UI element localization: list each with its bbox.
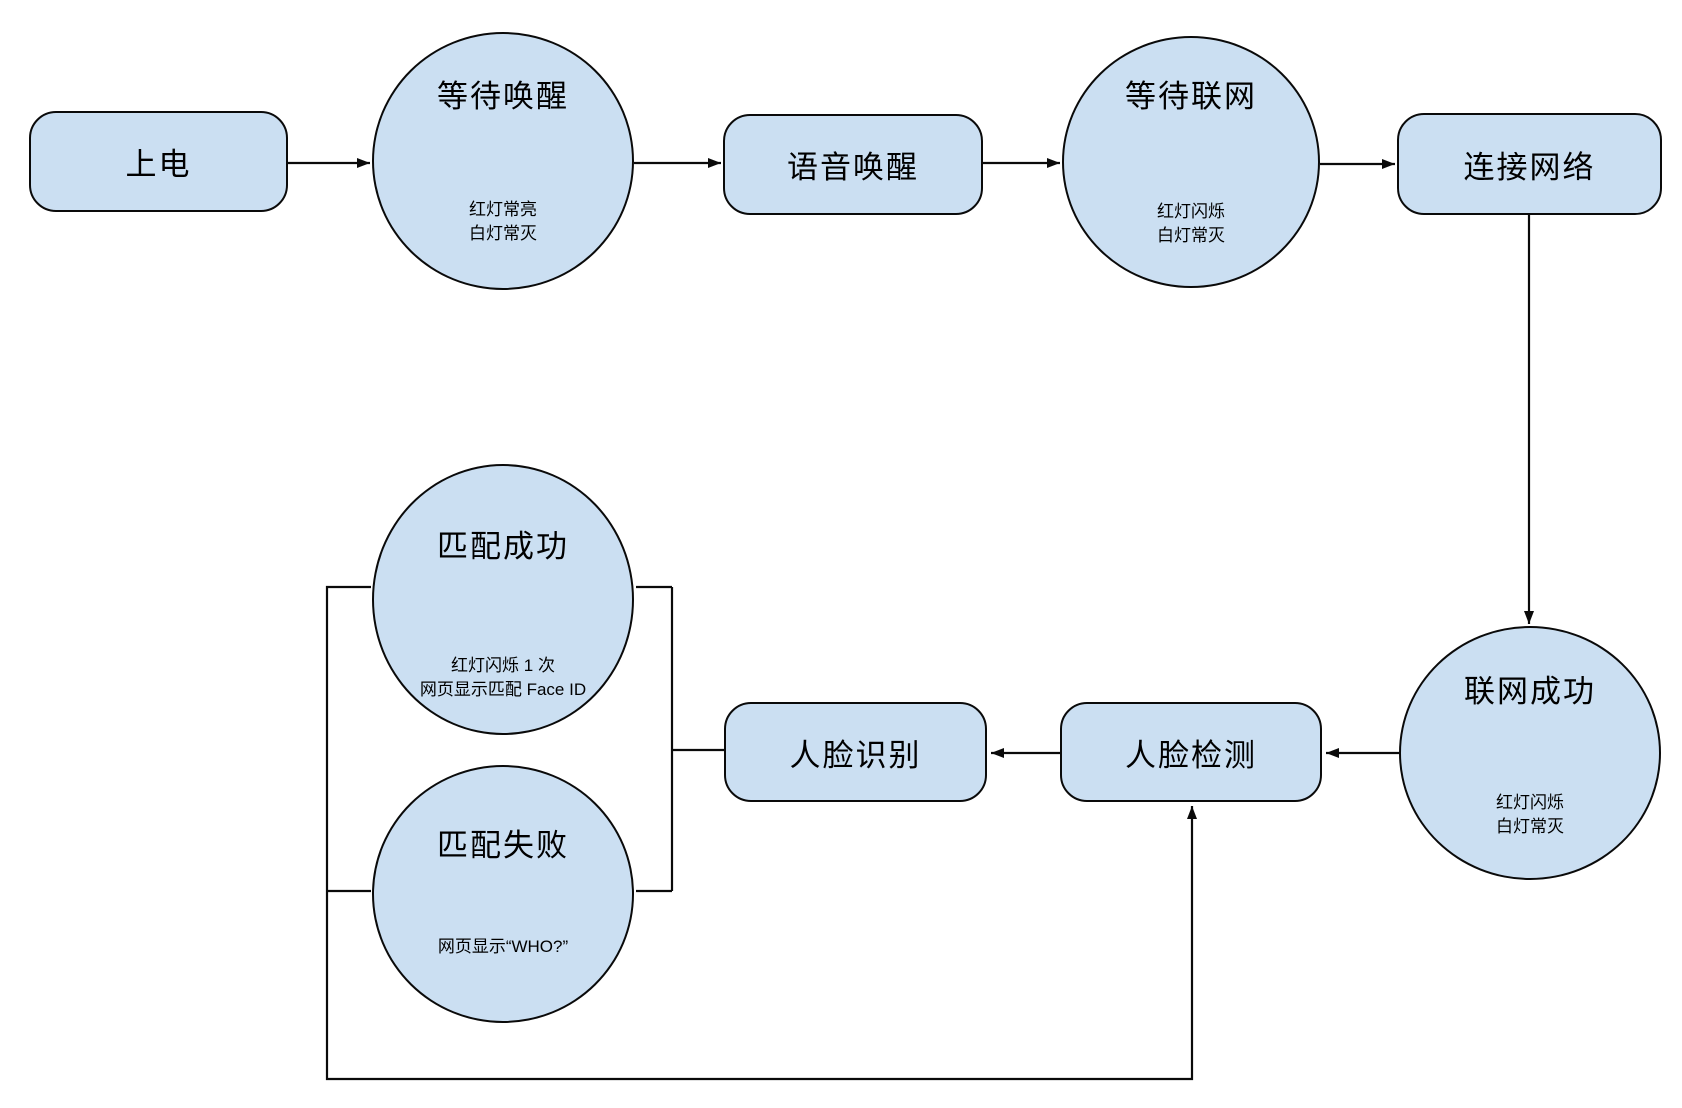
node-match-success: 匹配成功 红灯闪烁 1 次 网页显示匹配 Face ID — [372, 464, 634, 735]
node-face-detect-label: 人脸检测 — [1125, 737, 1257, 773]
node-power-on-label: 上电 — [125, 147, 192, 182]
node-match-success-label: 匹配成功 — [437, 529, 569, 564]
node-wait-wake: 等待唤醒 红灯常亮 白灯常灭 — [372, 32, 634, 290]
node-wait-network-label: 等待联网 — [1125, 79, 1257, 114]
node-face-recognize: 人脸识别 — [724, 702, 987, 802]
node-match-success-status: 红灯闪烁 1 次 网页显示匹配 Face ID — [419, 656, 587, 699]
node-network-success-label: 联网成功 — [1464, 674, 1596, 709]
node-wait-wake-status: 红灯常亮 白灯常灭 — [469, 200, 537, 243]
node-connect-network: 连接网络 — [1397, 113, 1662, 215]
node-network-success-status: 红灯闪烁 白灯常灭 — [1496, 793, 1564, 836]
node-power-on: 上电 — [29, 111, 288, 212]
node-match-fail: 匹配失败 网页显示“WHO?” — [372, 765, 634, 1023]
node-wait-network-status: 红灯闪烁 白灯常灭 — [1157, 202, 1225, 245]
node-wait-wake-label: 等待唤醒 — [437, 79, 569, 114]
node-network-success: 联网成功 红灯闪烁 白灯常灭 — [1399, 626, 1661, 880]
node-face-recognize-label: 人脸识别 — [789, 737, 922, 773]
connector-match-circles-to-facerecognize — [636, 585, 724, 893]
node-face-detect: 人脸检测 — [1060, 702, 1322, 802]
node-voice-wake: 语音唤醒 — [723, 114, 983, 215]
node-match-fail-status: 网页显示“WHO?” — [437, 937, 569, 956]
node-match-fail-label: 匹配失败 — [437, 828, 569, 863]
node-voice-wake-label: 语音唤醒 — [787, 150, 919, 185]
node-wait-network: 等待联网 红灯闪烁 白灯常灭 — [1062, 36, 1320, 288]
node-connect-network-label: 连接网络 — [1463, 149, 1596, 185]
connector-feedback-to-facedetect — [325, 585, 1197, 1081]
